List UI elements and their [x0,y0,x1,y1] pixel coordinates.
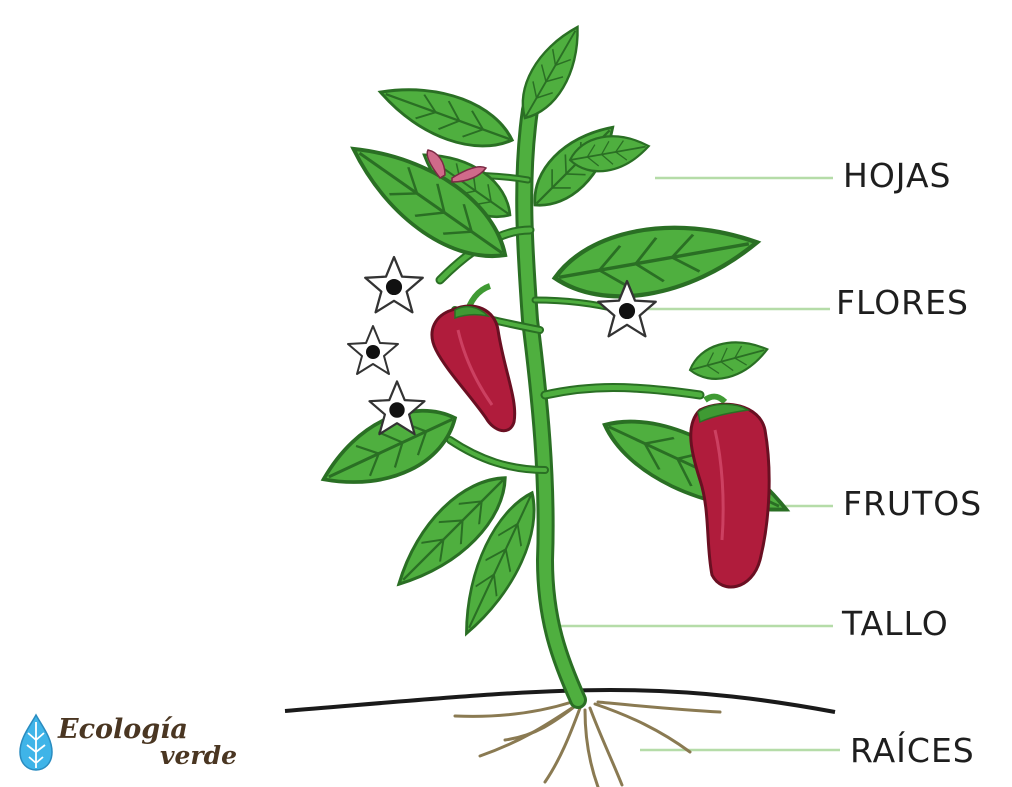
label-raices: RAÍCES [850,731,975,770]
leaf [686,333,772,386]
soil-line [285,690,835,712]
label-hojas: HOJAS [843,156,951,195]
roots [455,702,720,787]
pepper [691,396,769,587]
flower [365,257,423,312]
pepper [432,286,515,431]
label-frutos: FRUTOS [843,484,982,523]
flower [348,326,398,374]
ecologia-verde-logo-icon [20,715,52,770]
peppers [432,286,769,587]
leaf [373,72,519,160]
logo-text-line2: verde [160,741,237,770]
leaf [510,18,593,127]
leaf [549,211,762,309]
label-tallo: TALLO [842,604,949,643]
label-flores: FLORES [836,283,969,322]
